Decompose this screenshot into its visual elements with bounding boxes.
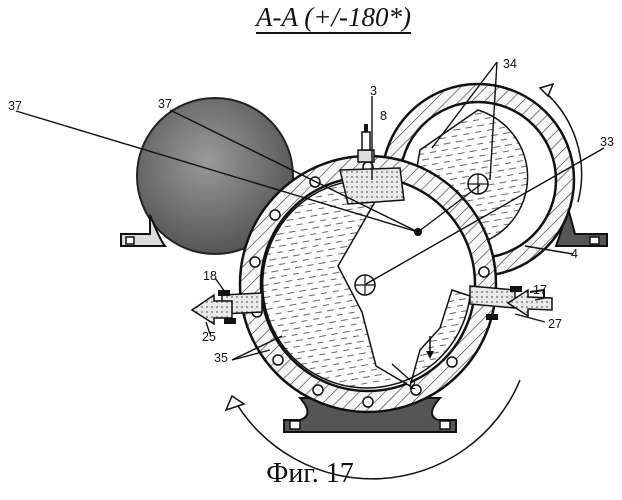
label-2: 2: [409, 378, 416, 392]
label-33: 33: [600, 135, 614, 149]
label-3: 3: [370, 84, 377, 98]
label-27: 27: [548, 317, 562, 331]
label-4: 4: [571, 247, 578, 261]
center-point: [414, 228, 422, 236]
label-35: 35: [214, 351, 228, 365]
label-37-left: 37: [8, 99, 22, 113]
label-37: 37: [158, 97, 172, 111]
label-34: 34: [503, 57, 517, 71]
label-8: 8: [380, 109, 387, 123]
figure-caption: Фиг. 17: [240, 458, 380, 498]
label-17: 17: [533, 283, 547, 297]
label-25: 25: [202, 330, 216, 344]
label-18: 18: [203, 269, 217, 283]
